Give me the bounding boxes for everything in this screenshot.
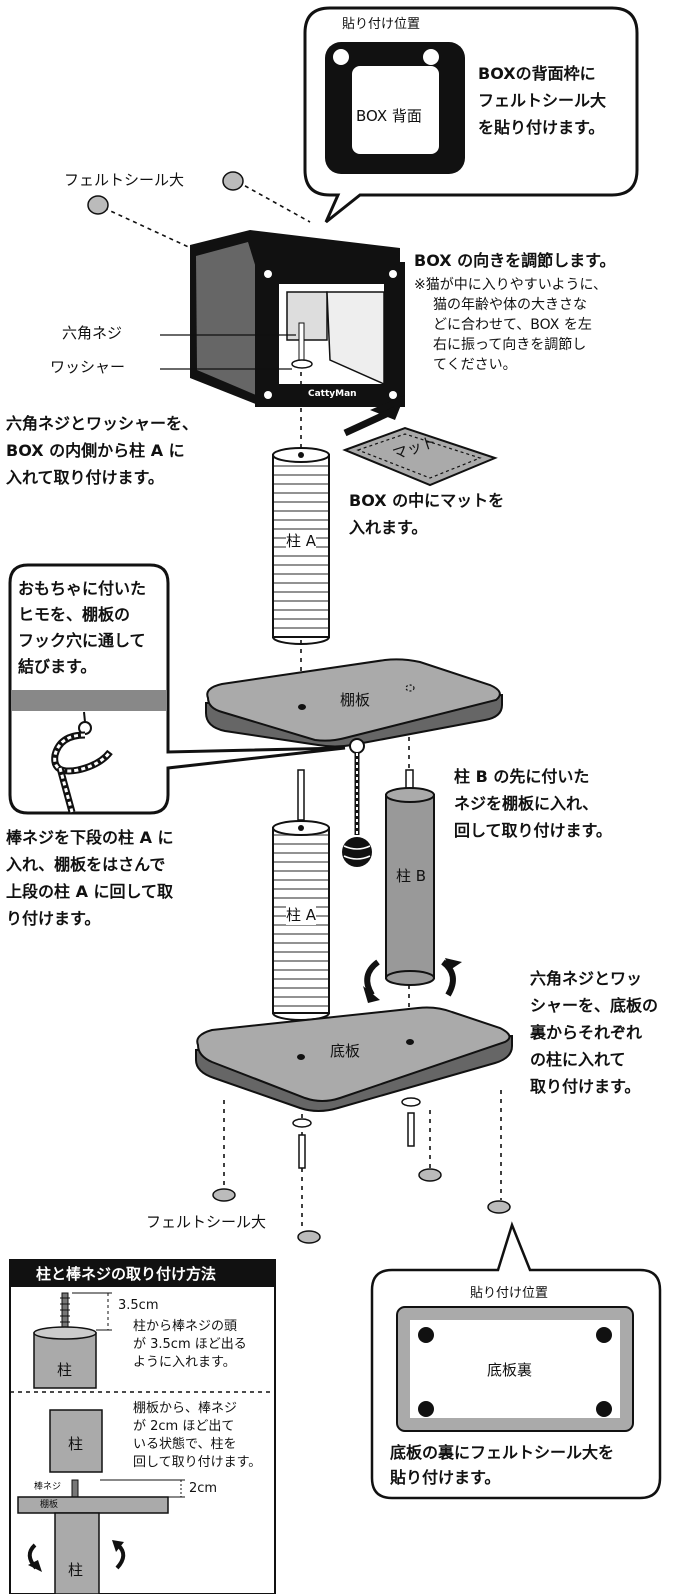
method-text2-line: 棚板から、棒ネジ <box>133 1401 238 1416</box>
base-note-line: シャーを、底板の <box>530 996 659 1015</box>
hex-box-line: 入れて取り付けます。 <box>6 468 164 487</box>
method-text1-line: 柱から棒ネジの頭 <box>133 1319 238 1334</box>
cat-box <box>160 230 405 407</box>
toy-note-line: ヒモを、棚板の <box>18 605 131 624</box>
rod-screw-note-line: り付けます。 <box>6 909 101 928</box>
method-box-title: 柱と棒ネジの取り付け方法 <box>36 1265 217 1283</box>
base-note-line: 六角ネジとワッ <box>530 969 643 988</box>
hex-box-line: 六角ネジとワッシャーを、 <box>6 414 199 433</box>
rod-screw-note-line: 上段の柱 A に回して取 <box>6 882 174 901</box>
pillar-a-upper <box>272 447 330 645</box>
pillar-b <box>363 769 462 1003</box>
rod-screw-note-line: 入れ、棚板をはさんで <box>6 855 166 874</box>
pillar-b-label: 柱 B <box>396 867 427 885</box>
method-pillar1-label: 柱 <box>57 1361 73 1379</box>
bottom-callout-line: 底板の裏にフェルトシール大を <box>390 1443 615 1462</box>
method-shelf-label: 棚板 <box>40 1500 59 1510</box>
toy-ball <box>342 738 372 867</box>
top-callout-line: フェルトシール大 <box>478 91 607 110</box>
felt-seals-bottom <box>212 1168 511 1244</box>
toy-note-line: フック穴に通して <box>18 631 146 650</box>
pillar-b-note-line: ネジを棚板に入れ、 <box>454 794 599 813</box>
base-hex-screws <box>292 1097 421 1169</box>
pillar-a-lower-label: 柱 A <box>286 905 317 926</box>
felt-seal-dot <box>418 1327 434 1343</box>
box-back-label: BOX 背面 <box>356 107 422 125</box>
top-callout-line: BOXの背面枠に <box>478 64 596 83</box>
bottom-callout-line: 貼り付けます。 <box>390 1468 501 1487</box>
bottom-callout <box>370 1221 662 1500</box>
hex-screw-label: 六角ネジ <box>62 324 123 342</box>
washer-label: ワッシャー <box>50 358 126 376</box>
base-underside-label: 底板裏 <box>487 1361 533 1379</box>
felt-seal-dot <box>423 49 439 65</box>
box-logo: CattyMan <box>308 389 357 399</box>
top-callout-line: を貼り付けます。 <box>478 118 605 137</box>
box-direction-line: どに合わせて、BOX を左 <box>433 317 592 333</box>
box-direction-line: 猫の年齢や体の大きさな <box>433 297 587 313</box>
base-board <box>195 1006 513 1112</box>
mat <box>342 395 498 487</box>
rod-screw <box>297 769 305 821</box>
mat-note-line: 入れます。 <box>349 518 428 537</box>
method-rod-label: 棒ネジ <box>34 1482 62 1492</box>
pillar-b-note-line: 回して取り付けます。 <box>454 821 612 840</box>
method-pillar3-label: 柱 <box>68 1561 84 1579</box>
top-callout <box>303 6 639 224</box>
method-dim-3-5cm: 3.5cm <box>118 1298 159 1313</box>
hex-box-line: BOX の内側から柱 A に <box>6 441 185 460</box>
shelf-label: 棚板 <box>340 691 371 709</box>
mat-note-line: BOX の中にマットを <box>349 491 505 510</box>
pillar-a-upper-label: 柱 A <box>286 531 317 552</box>
box-direction-title: BOX の向きを調節します。 <box>414 251 616 270</box>
pillar-b-note-line: 柱 B の先に付いた <box>454 767 590 786</box>
toy-note-line: 結びます。 <box>18 657 97 676</box>
toy-note-line: おもちゃに付いた <box>18 579 147 598</box>
box-direction-line: ※猫が中に入りやすいように、 <box>414 277 608 293</box>
method-text1-line: ように入れます。 <box>133 1355 236 1370</box>
base-label: 底板 <box>330 1042 361 1060</box>
method-text2-line: 回して取り付けます。 <box>133 1455 262 1470</box>
rod-screw-note-line: 棒ネジを下段の柱 A に <box>6 828 174 847</box>
top-callout-heading: 貼り付け位置 <box>342 17 421 32</box>
felt-seal-dot <box>333 49 349 65</box>
toy-callout <box>8 563 346 815</box>
base-note-line: 取り付けます。 <box>530 1077 641 1096</box>
felt-seal-dot <box>418 1401 434 1417</box>
bottom-callout-heading: 貼り付け位置 <box>470 1286 549 1301</box>
felt-seal-dot <box>596 1327 612 1343</box>
box-direction-line: 右に振って向きを調節し <box>433 337 587 353</box>
base-note-line: 裏からそれぞれ <box>530 1023 643 1042</box>
method-text2-line: いる状態で、柱を <box>133 1437 237 1452</box>
felt-seal-top-label: フェルトシール大 <box>64 171 185 189</box>
shelf-board <box>205 658 503 748</box>
felt-seals-top <box>87 171 311 251</box>
base-note-line: の柱に入れて <box>530 1050 626 1069</box>
method-text2-line: が 2cm ほど出て <box>133 1419 235 1434</box>
method-dim-2cm: 2cm <box>189 1481 218 1496</box>
method-box <box>9 1259 276 1594</box>
felt-seal-bottom-label: フェルトシール大 <box>146 1213 267 1231</box>
method-text1-line: が 3.5cm ほど出る <box>133 1337 247 1352</box>
method-pillar2-label: 柱 <box>68 1435 84 1453</box>
felt-seal-dot <box>596 1401 612 1417</box>
box-direction-line: てください。 <box>433 357 517 373</box>
